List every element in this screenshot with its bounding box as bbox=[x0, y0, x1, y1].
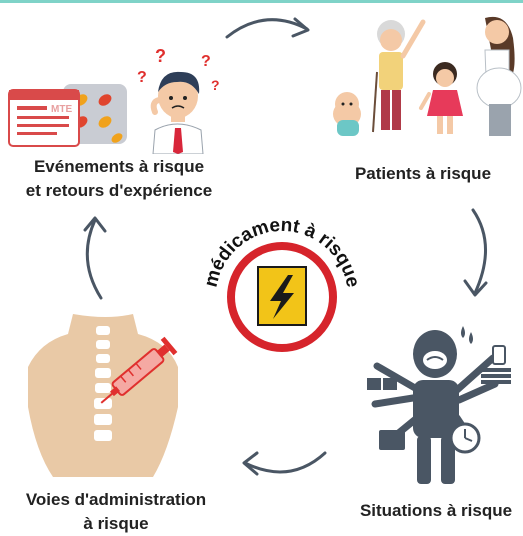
girl-icon bbox=[419, 62, 463, 134]
paper-stack-icon bbox=[481, 368, 511, 384]
routes-label-line2: à risque bbox=[83, 514, 149, 533]
routes-label-line1: Voies d'administration bbox=[25, 490, 207, 509]
spine-vertebrae bbox=[94, 326, 112, 441]
arrow-top bbox=[225, 17, 310, 39]
svg-text:?: ? bbox=[155, 46, 166, 66]
pregnant-woman-icon bbox=[476, 16, 522, 136]
overwhelmed-multitasking-person-icon bbox=[367, 326, 511, 484]
svg-text:?: ? bbox=[211, 77, 220, 93]
routes-label: Voies d'administration à risque bbox=[0, 488, 232, 536]
high-voltage-sign-icon bbox=[257, 266, 307, 326]
arrow-bottom bbox=[242, 451, 327, 476]
briefcase-icon bbox=[379, 430, 405, 450]
events-label-line1: Evénements à risque bbox=[33, 157, 205, 176]
question-marks-icon: ? ? ? ? bbox=[137, 46, 220, 93]
patients-label: Patients à risque bbox=[354, 164, 492, 183]
spinal-injection-icon bbox=[28, 314, 178, 477]
elderly-child-pregnant-woman-icon bbox=[333, 16, 522, 136]
coffee-cup-icon bbox=[367, 378, 397, 390]
report-document-icon: MTE bbox=[8, 89, 80, 147]
events-label: Evénements à risque et retours d'expérie… bbox=[8, 155, 230, 203]
baby-icon bbox=[333, 92, 361, 136]
svg-text:?: ? bbox=[201, 53, 211, 70]
clock-icon bbox=[449, 422, 481, 454]
confused-man-with-medication-report-icon: MTE ? ? ? ? bbox=[8, 46, 220, 154]
top-accent-line bbox=[0, 0, 523, 3]
arrow-left bbox=[83, 216, 107, 300]
syringe-icon bbox=[100, 336, 178, 404]
elderly-woman-icon bbox=[372, 19, 426, 133]
svg-text:?: ? bbox=[137, 69, 147, 86]
report-badge-text: MTE bbox=[51, 104, 72, 115]
confused-man-icon bbox=[150, 71, 204, 154]
arrow-right bbox=[463, 208, 488, 297]
events-label-line2: et retours d'expérience bbox=[25, 181, 213, 200]
back-torso bbox=[28, 314, 178, 477]
sweat-drop-icon bbox=[461, 326, 473, 344]
phone-icon bbox=[492, 345, 506, 365]
situations-label: Situations à risque bbox=[359, 501, 513, 520]
center-emblem: médicament à risque bbox=[201, 215, 363, 352]
